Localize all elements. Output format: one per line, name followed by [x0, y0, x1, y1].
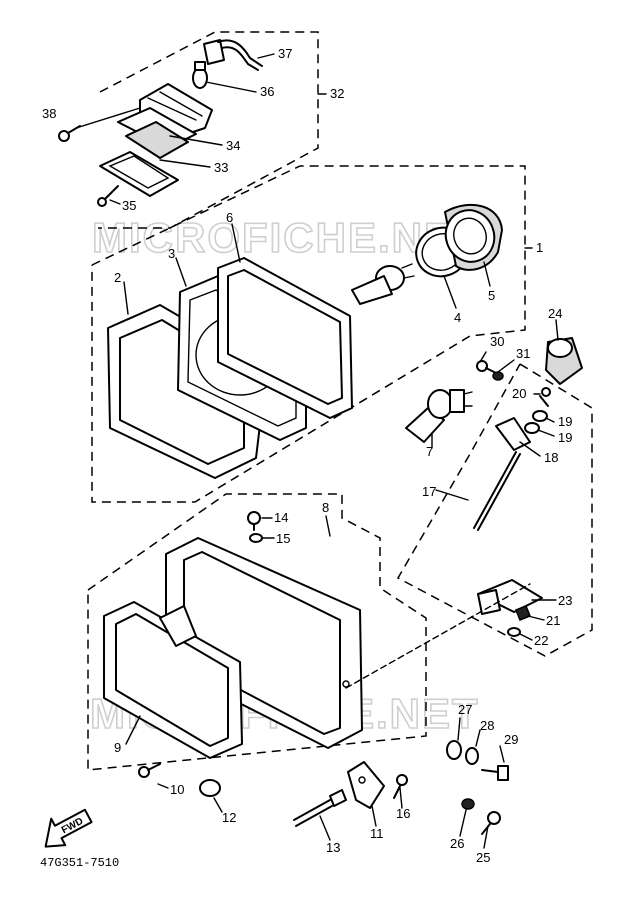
grommet-12	[199, 779, 221, 797]
lens-33	[99, 151, 179, 197]
callout-20: 20	[512, 386, 526, 401]
callout-14: 14	[274, 510, 288, 525]
screw-20	[539, 387, 551, 407]
callout-2: 2	[114, 270, 121, 285]
washer-28	[465, 747, 479, 765]
callout-18: 18	[544, 450, 558, 465]
nut-31	[492, 371, 504, 381]
callout-21: 21	[546, 613, 560, 628]
callout-37: 37	[278, 46, 292, 61]
callout-9: 9	[114, 740, 121, 755]
callout-4: 4	[454, 310, 461, 325]
bolt-16	[393, 774, 408, 799]
callout-26: 26	[450, 836, 464, 851]
callout-5: 5	[488, 288, 495, 303]
washer-15	[249, 533, 263, 543]
callout-8: 8	[322, 500, 329, 515]
screw-14	[247, 511, 261, 531]
callout-11: 11	[370, 826, 384, 841]
group-17-boundary	[396, 363, 593, 657]
callout-30: 30	[490, 334, 504, 349]
adjuster-knob-24	[545, 337, 583, 385]
forward-arrow-icon: FWD	[44, 808, 93, 848]
bulb-7	[405, 389, 473, 443]
callout-29: 29	[504, 732, 518, 747]
bracket-23	[477, 579, 543, 615]
lamp-housing-34	[117, 83, 213, 159]
callout-38: 38	[42, 106, 56, 121]
callout-31: 31	[516, 346, 530, 361]
callout-6: 6	[226, 210, 233, 225]
callout-16: 16	[396, 806, 410, 821]
bracket-11	[347, 761, 385, 809]
bolt-29	[481, 765, 509, 781]
group-1-boundary	[91, 165, 526, 503]
callout-27: 27	[458, 702, 472, 717]
gasket-6	[217, 257, 353, 419]
callout-17: 17	[422, 484, 436, 499]
callout-13: 13	[326, 840, 340, 855]
callout-36: 36	[260, 84, 274, 99]
washer-19a	[532, 410, 548, 422]
callout-35: 35	[122, 198, 136, 213]
screw-10	[138, 763, 161, 778]
callout-34: 34	[226, 138, 240, 153]
group-32-boundary	[98, 31, 319, 229]
bolt-30	[476, 360, 499, 375]
drawing-code: 47G351-7510	[40, 856, 119, 870]
washer-22	[507, 627, 521, 637]
callout-7: 7	[426, 444, 433, 459]
callout-15: 15	[276, 531, 290, 546]
screw-35	[97, 185, 119, 207]
callouts: 37 36 32 38 34 33 35 1 6 3 2 4 5 7 30 31…	[42, 46, 572, 865]
callout-19a: 19	[558, 414, 572, 429]
headlamp-bulb-7	[351, 263, 415, 305]
frame-9	[103, 601, 243, 759]
group-8-boundary	[87, 493, 427, 771]
callout-25: 25	[476, 850, 490, 865]
washer-26	[461, 798, 475, 810]
bolt-13	[293, 789, 347, 827]
callout-32: 32	[330, 86, 344, 101]
callout-23: 23	[558, 593, 572, 608]
callout-1: 1	[536, 240, 543, 255]
bolt-25	[481, 811, 501, 835]
grommet-27	[446, 740, 462, 760]
bulb-36	[192, 61, 208, 89]
washer-19b	[524, 422, 540, 434]
callout-33: 33	[214, 160, 228, 175]
callout-12: 12	[222, 810, 236, 825]
housing-8	[165, 537, 363, 749]
callout-19b: 19	[558, 430, 572, 445]
leader-lines	[75, 53, 559, 849]
callout-22: 22	[534, 633, 548, 648]
callout-28: 28	[480, 718, 494, 733]
bracket-18	[473, 417, 531, 531]
callout-24: 24	[548, 306, 562, 321]
socket-37	[203, 39, 263, 71]
bulb-cover-5	[444, 203, 503, 271]
callout-10: 10	[170, 782, 184, 797]
callout-3: 3	[168, 246, 175, 261]
